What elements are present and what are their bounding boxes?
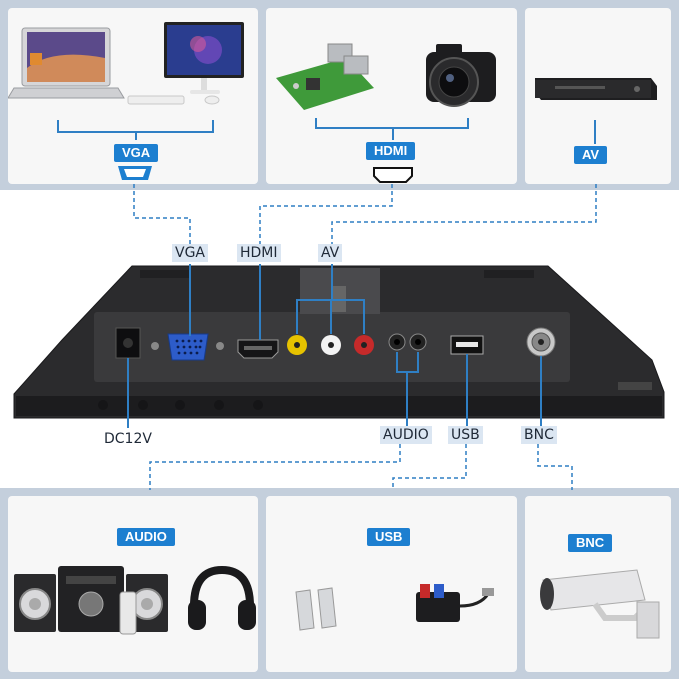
audio-devices-illustration (14, 565, 256, 635)
dvd-player-icon (535, 78, 657, 100)
bnc-devices-panel (525, 496, 671, 672)
usb-port-label: USB (448, 426, 483, 444)
stereo-system-icon (14, 566, 168, 635)
raspberry-pi-icon (276, 43, 374, 110)
audio-port-icon-2 (409, 333, 427, 351)
bottom-dashed-connectors (149, 444, 573, 490)
vga-screw-icon-2 (216, 342, 224, 350)
hdmi-port-icon (237, 339, 279, 359)
usb-badge: USB (367, 528, 411, 546)
av-yellow-port-icon (287, 335, 307, 355)
usb-devices-panel (266, 496, 517, 672)
bnc-devices-illustration (540, 569, 660, 639)
camera-icon (426, 44, 496, 107)
port-pointers (127, 264, 542, 428)
vga-devices-panel (8, 8, 258, 184)
vga-badge: VGA (114, 144, 159, 162)
audio-devices-panel (8, 496, 258, 672)
vga-screw-icon (151, 342, 159, 350)
bnc-port-icon (526, 327, 556, 357)
av-port-label: AV (318, 244, 343, 262)
audio-port-icon-1 (388, 333, 406, 351)
bnc-badge: BNC (568, 534, 613, 552)
audio-port-label: AUDIO (380, 426, 432, 444)
av-red-port-icon (354, 335, 374, 355)
av-devices-illustration (535, 78, 657, 100)
hdmi-badge: HDMI (366, 142, 416, 160)
front-buttons (98, 400, 263, 410)
usb-devices-illustration (295, 584, 494, 631)
vga-port-label: VGA (172, 244, 209, 262)
cctv-camera-icon (540, 569, 660, 639)
hdmi-devices-illustration (276, 43, 496, 110)
bnc-port-label: BNC (521, 426, 557, 444)
usb-port-icon (450, 335, 484, 355)
desktop-monitor-icon (127, 22, 244, 105)
av-badge: AV (574, 146, 608, 164)
usb-flash-drives-icon (295, 587, 337, 631)
top-brackets (57, 118, 596, 144)
dc-port-icon (115, 327, 141, 359)
hdmi-port-label: HDMI (237, 244, 281, 262)
card-reader-icon (416, 584, 494, 622)
laptop-icon (8, 27, 125, 99)
headphones-icon (188, 565, 256, 630)
vga-devices-illustration (8, 22, 244, 105)
top-dashed-connectors (133, 184, 597, 246)
vga-port-icon (167, 333, 209, 361)
dc12v-port-label: DC12V (104, 431, 152, 447)
audio-badge: AUDIO (117, 528, 175, 546)
av-white-port-icon (321, 335, 341, 355)
